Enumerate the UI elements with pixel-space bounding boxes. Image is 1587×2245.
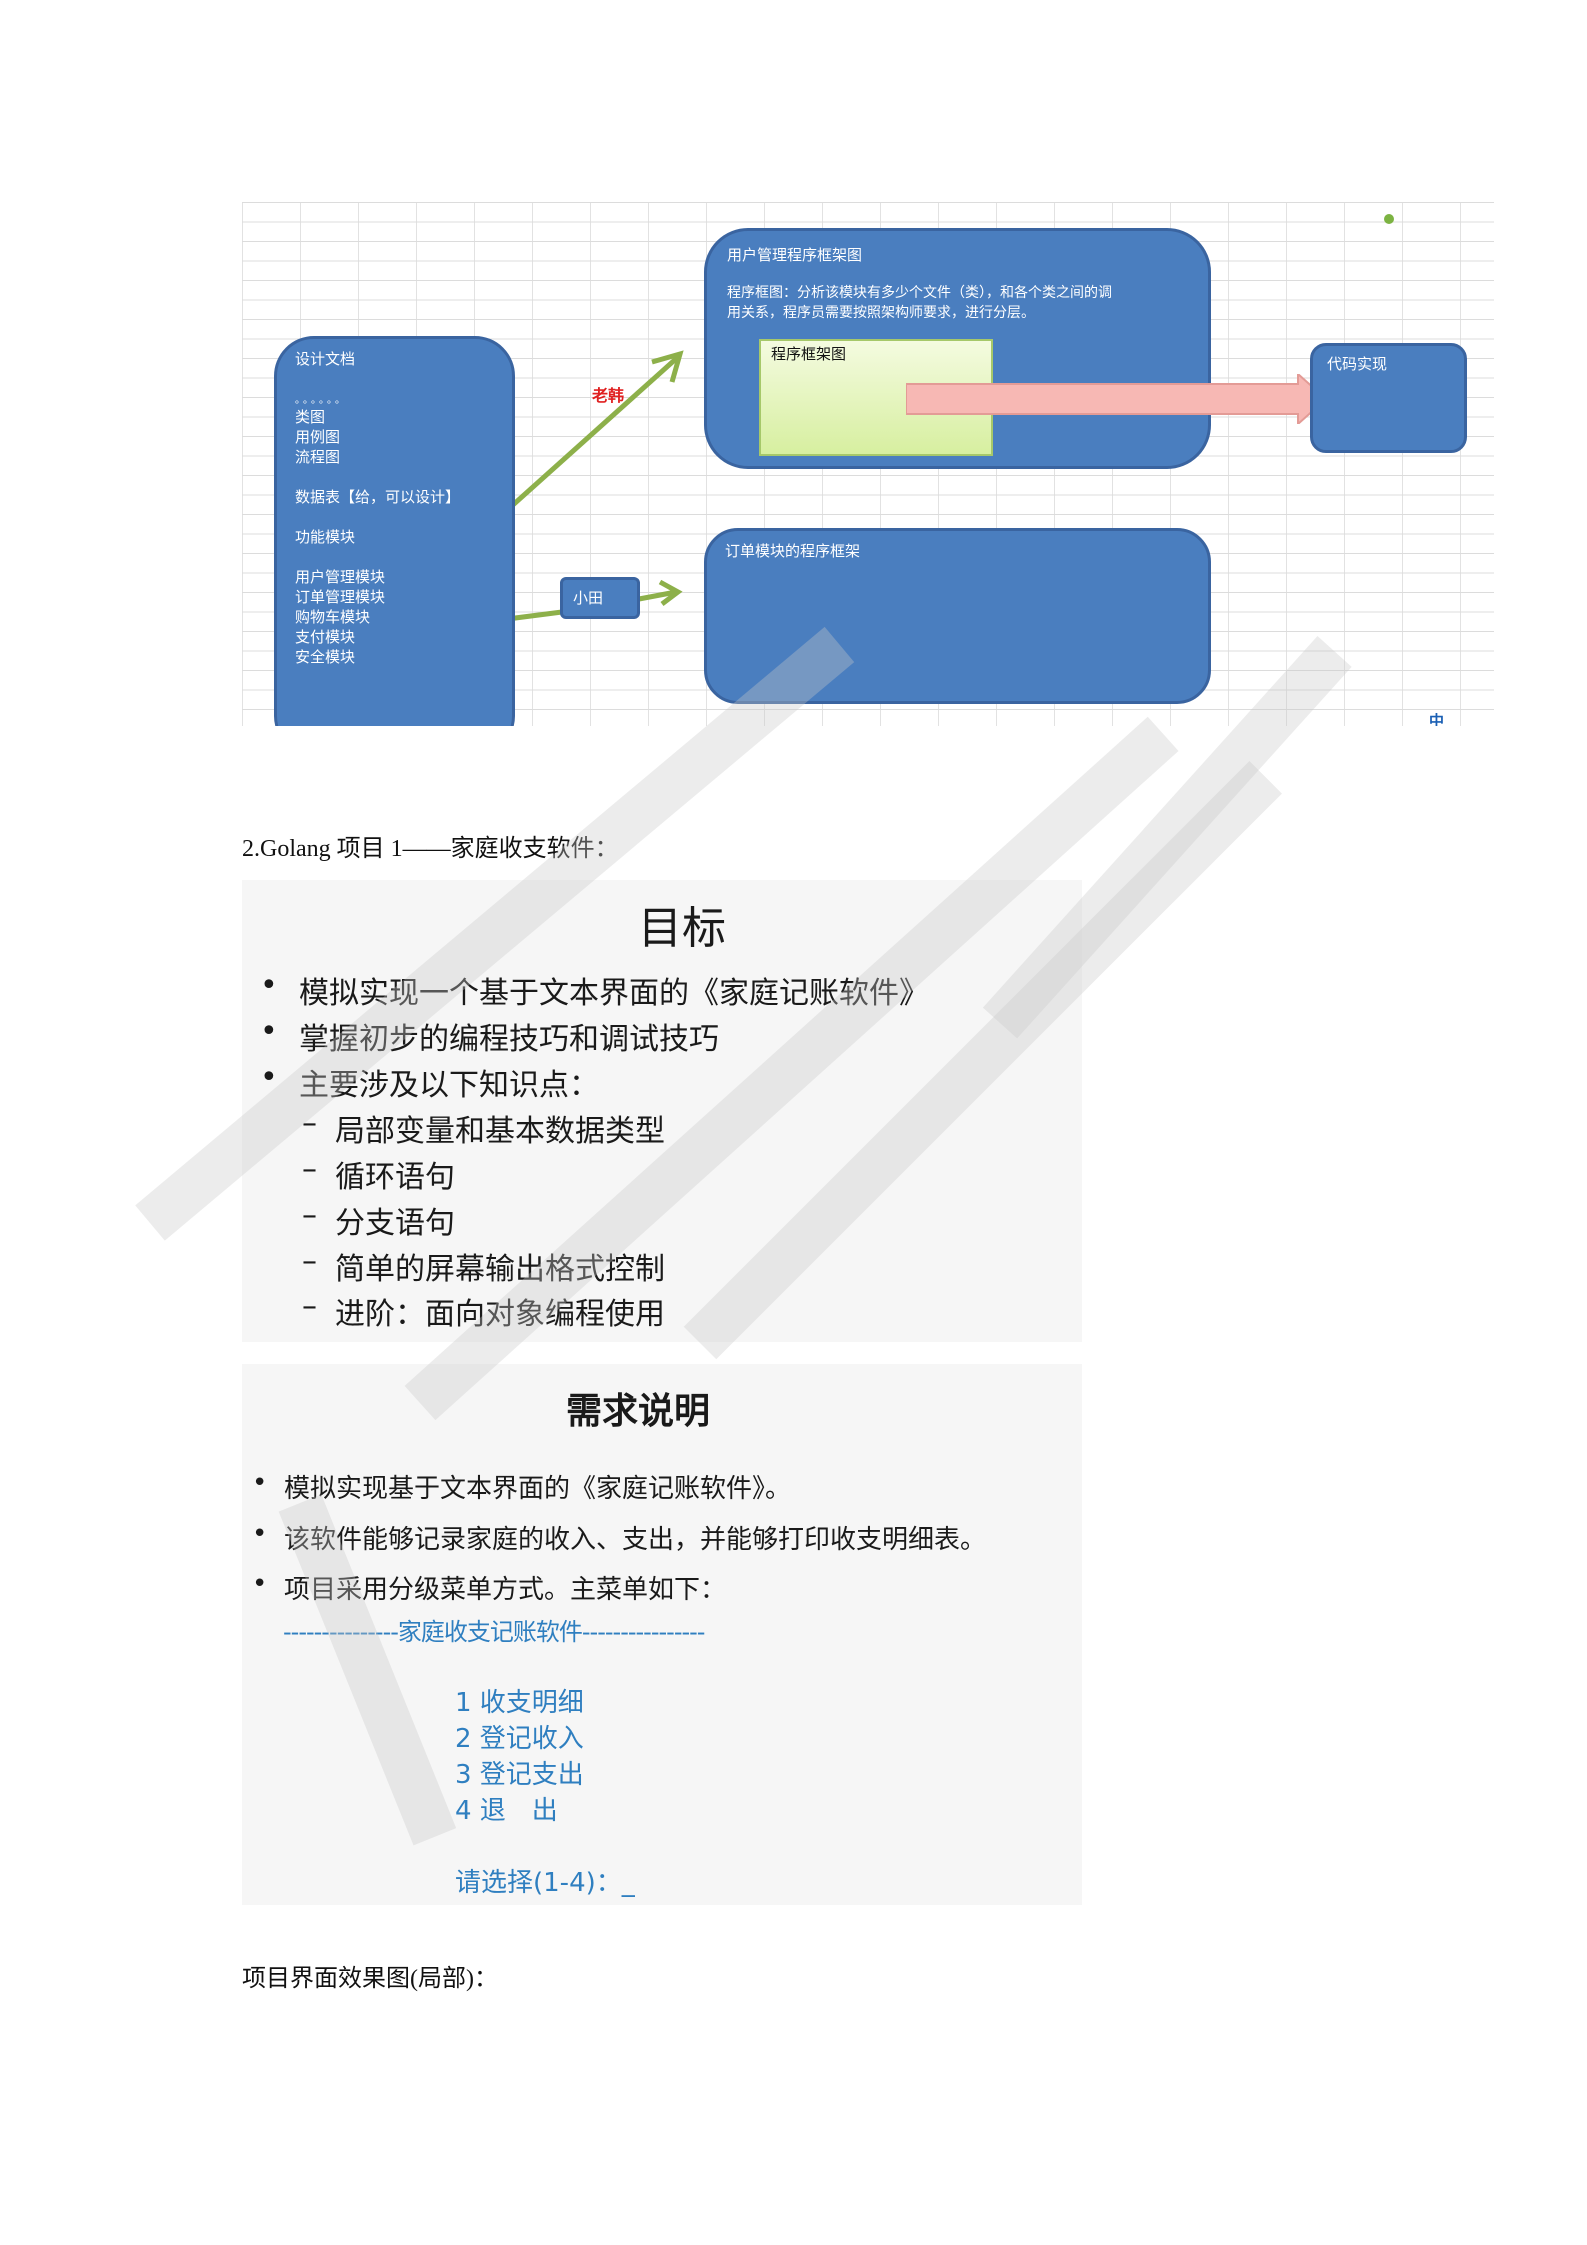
section-heading: 2.Golang 项目 1——家庭收支软件：	[242, 836, 619, 862]
user-mgmt-desc: 用关系，程序员需要按照架构师要求，进行分层。	[727, 305, 1035, 321]
xiaotian-box: 小田	[560, 577, 640, 619]
item-use-case: 用例图	[295, 428, 341, 446]
code-impl-label: 代码实现	[1327, 355, 1388, 373]
menu-item: 2 登记收入	[455, 1724, 584, 1754]
requirement-bullet: 该软件能够记录家庭的收入、支出，并能够打印收支明细表。	[284, 1525, 987, 1555]
requirement-bullet: 模拟实现基于文本界面的《家庭记账软件》。	[284, 1474, 792, 1504]
arrow-head-icon	[651, 350, 684, 383]
rotation-handle-icon	[1384, 214, 1394, 224]
design-doc-box: 设计文档 。。。。。。 类图 用例图 流程图 数据表【给，可以设计】 功能模块 …	[274, 336, 515, 726]
module-item: 购物车模块	[295, 608, 371, 626]
order-box-title: 订单模块的程序框架	[725, 542, 861, 560]
user-mgmt-title: 用户管理程序框架图	[727, 246, 863, 264]
item-data-table: 数据表【给，可以设计】	[295, 488, 461, 506]
slide-goals: 目标 • 模拟实现一个基于文本界面的《家庭记账软件》 • 掌握初步的编程技巧和调…	[242, 880, 1082, 1342]
slide-requirements: 需求说明 • 模拟实现基于文本界面的《家庭记账软件》。 • 该软件能够记录家庭的…	[242, 1364, 1082, 1905]
goal-sub-item: 循环语句	[335, 1160, 455, 1195]
arrow-to-order	[638, 589, 677, 602]
menu-item: 4 退 出	[455, 1796, 558, 1826]
code-impl-box: 代码实现	[1310, 343, 1467, 453]
goal-bullet: 主要涉及以下知识点：	[299, 1068, 599, 1103]
framework-inner-label: 程序框架图	[771, 345, 847, 363]
arrow-right-icon	[906, 374, 1326, 424]
footer-heading: 项目界面效果图(局部)：	[242, 1966, 498, 1992]
architecture-diagram-image: 设计文档 。。。。。。 类图 用例图 流程图 数据表【给，可以设计】 功能模块 …	[242, 202, 1494, 726]
label-laohan: 老韩	[592, 386, 625, 405]
goal-bullet: 模拟实现一个基于文本界面的《家庭记账软件》	[299, 976, 929, 1011]
user-mgmt-box: 用户管理程序框架图 程序框图：分析该模块有多少个文件（类），和各个类之间的调 用…	[704, 228, 1211, 469]
design-doc-title: 设计文档	[295, 350, 356, 368]
ime-indicator: 中	[1429, 712, 1445, 726]
goal-sub-item: 进阶：面向对象编程使用	[335, 1297, 665, 1332]
menu-prompt: 请选择(1-4)：_	[455, 1868, 635, 1898]
requirement-bullet: 项目采用分级菜单方式。主菜单如下：	[284, 1575, 727, 1605]
order-box: 订单模块的程序框架	[704, 528, 1211, 704]
module-item: 订单管理模块	[295, 588, 386, 606]
user-mgmt-desc: 程序框图：分析该模块有多少个文件（类），和各个类之间的调	[727, 285, 1112, 301]
label-xiaotian: 小田	[573, 589, 604, 607]
module-item: 支付模块	[295, 628, 356, 646]
goal-sub-item: 局部变量和基本数据类型	[335, 1114, 665, 1149]
dots: 。。。。。。	[295, 395, 348, 406]
module-item: 用户管理模块	[295, 568, 386, 586]
arrow-head-icon	[658, 579, 683, 606]
slide-title: 需求说明	[565, 1391, 710, 1432]
slide-title: 目标	[638, 903, 726, 954]
item-flowchart: 流程图	[295, 448, 341, 466]
menu-header: ---------------家庭收支记账软件----------------	[283, 1618, 705, 1646]
item-class-diagram: 类图	[295, 408, 326, 426]
module-item: 安全模块	[295, 648, 356, 666]
goal-bullet: 掌握初步的编程技巧和调试技巧	[299, 1022, 719, 1057]
item-function-modules: 功能模块	[295, 528, 356, 546]
goal-sub-item: 分支语句	[335, 1206, 455, 1241]
menu-item: 1 收支明细	[455, 1688, 584, 1718]
goal-sub-item: 简单的屏幕输出格式控制	[335, 1252, 665, 1287]
menu-item: 3 登记支出	[455, 1760, 584, 1790]
